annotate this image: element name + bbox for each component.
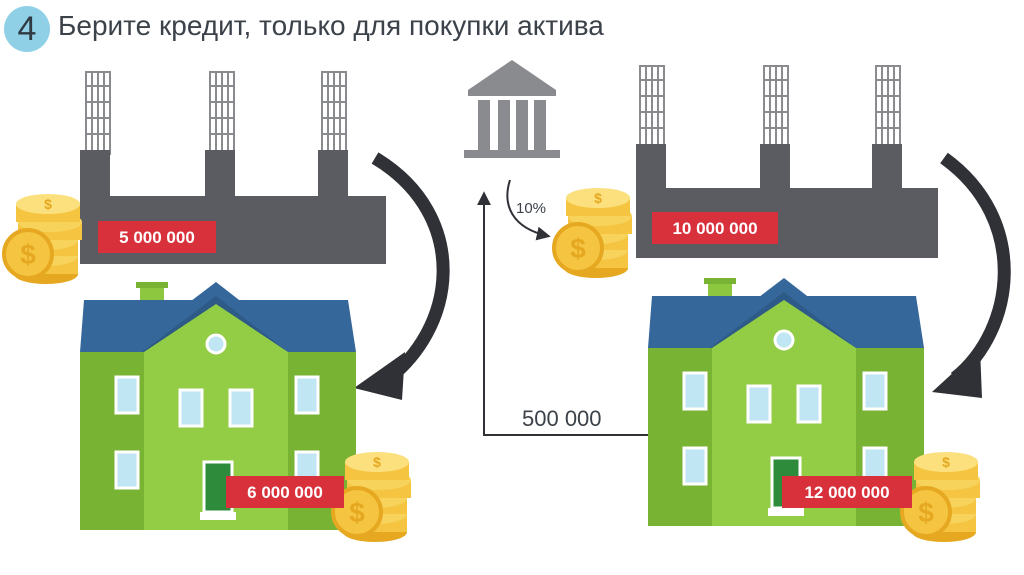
payment-to-bank-arrow <box>477 191 650 436</box>
step-title: Берите кредит, только для покупки актива <box>58 10 604 41</box>
right-arrowhead <box>932 348 982 398</box>
right-foundation-to-house-arrow <box>940 152 1011 384</box>
right-foundation-price-tag: 10 000 000 <box>652 212 778 244</box>
left-arrowhead <box>354 352 405 400</box>
left-foundation-price-tag: 5 000 000 <box>98 221 216 253</box>
interest-rate-label: 10% <box>516 200 546 217</box>
left-foundation-coins <box>2 192 84 286</box>
left-house-price-tag: 6 000 000 <box>226 476 344 508</box>
left-foundation-to-house-arrow <box>371 152 450 391</box>
right-foundation-price: 10 000 000 <box>672 219 757 238</box>
step-number-badge: 4 <box>4 6 50 52</box>
left-foundation-price: 5 000 000 <box>119 228 195 247</box>
step-header: 4 Берите кредит, только для покупки акти… <box>0 0 1024 56</box>
payment-amount-label: 500 000 <box>522 406 602 431</box>
right-foundation-coins <box>552 186 634 280</box>
bank-icon <box>464 60 560 158</box>
right-house-price-tag: 12 000 000 <box>782 476 912 508</box>
right-house-price: 12 000 000 <box>804 483 889 502</box>
interest-arrow <box>506 179 551 241</box>
left-house-price: 6 000 000 <box>247 483 323 502</box>
